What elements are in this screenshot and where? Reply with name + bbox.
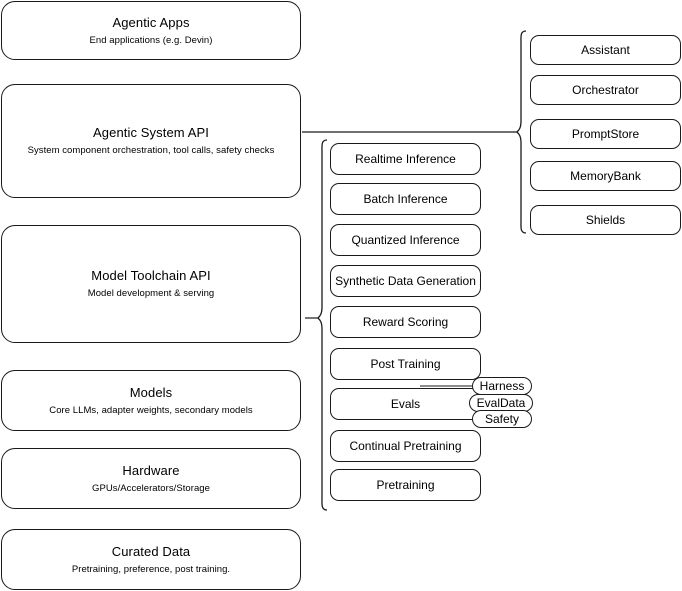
layer-curated-data[interactable]: Curated Data Pretraining, preference, po… [1, 529, 301, 590]
system-component-memorybank[interactable]: MemoryBank [530, 161, 681, 191]
system-component-orchestrator[interactable]: Orchestrator [530, 75, 681, 105]
layer-models[interactable]: Models Core LLMs, adapter weights, secon… [1, 370, 301, 431]
layer-agentic-system-api[interactable]: Agentic System API System component orch… [1, 84, 301, 198]
toolchain-item-batch-inference[interactable]: Batch Inference [330, 183, 481, 215]
system-component-promptstore[interactable]: PromptStore [530, 119, 681, 149]
eval-tag-label: Safety [484, 412, 520, 426]
layer-title: Model Toolchain API [91, 268, 211, 283]
toolchain-item-reward-scoring[interactable]: Reward Scoring [330, 306, 481, 338]
toolchain-item-quantized-inference[interactable]: Quantized Inference [330, 224, 481, 256]
toolchain-item-synthetic-data-generation[interactable]: Synthetic Data Generation [330, 265, 481, 297]
toolchain-item-label: Synthetic Data Generation [335, 274, 476, 288]
layer-model-toolchain-api[interactable]: Model Toolchain API Model development & … [1, 225, 301, 343]
layer-subtitle: End applications (e.g. Devin) [89, 34, 213, 46]
layer-subtitle: System component orchestration, tool cal… [27, 145, 275, 156]
brace-system-components [516, 30, 527, 234]
system-component-assistant[interactable]: Assistant [530, 35, 681, 65]
layer-title: Agentic System API [93, 125, 209, 140]
toolchain-item-label: Quantized Inference [351, 233, 460, 247]
system-component-label: Orchestrator [572, 83, 639, 97]
layer-subtitle: Pretraining, preference, post training. [71, 563, 231, 575]
toolchain-item-pretraining[interactable]: Pretraining [330, 469, 481, 501]
layer-subtitle: Model development & serving [87, 288, 215, 299]
eval-tag-harness[interactable]: Harness [472, 377, 532, 395]
eval-tag-safety[interactable]: Safety [472, 410, 532, 428]
layer-title: Curated Data [111, 543, 191, 559]
layer-title: Models [129, 384, 173, 400]
toolchain-item-label: Post Training [370, 357, 441, 371]
layer-subtitle: GPUs/Accelerators/Storage [92, 482, 210, 494]
toolchain-item-evals[interactable]: Evals [330, 388, 481, 420]
toolchain-item-label: Continual Pretraining [349, 439, 462, 453]
system-component-label: Shields [585, 213, 626, 227]
layer-hardware[interactable]: Hardware GPUs/Accelerators/Storage [1, 448, 301, 509]
toolchain-item-post-training[interactable]: Post Training [330, 348, 481, 380]
system-component-shields[interactable]: Shields [530, 205, 681, 235]
system-component-label: Assistant [581, 43, 630, 57]
system-component-label: MemoryBank [570, 169, 641, 183]
toolchain-item-label: Evals [390, 397, 421, 411]
toolchain-item-continual-pretraining[interactable]: Continual Pretraining [330, 430, 481, 462]
toolchain-item-label: Realtime Inference [355, 152, 456, 166]
toolchain-item-label: Batch Inference [363, 192, 448, 206]
toolchain-item-label: Pretraining [376, 478, 435, 492]
eval-tag-label: EvalData [476, 396, 526, 410]
layer-subtitle: Core LLMs, adapter weights, secondary mo… [49, 404, 253, 416]
system-component-label: PromptStore [571, 127, 640, 141]
toolchain-item-realtime-inference[interactable]: Realtime Inference [330, 143, 481, 175]
layer-title: Hardware [122, 462, 180, 478]
brace-toolchain-items [317, 139, 328, 511]
eval-tag-label: Harness [479, 379, 525, 393]
layer-title: Agentic Apps [112, 14, 190, 30]
layer-agentic-apps[interactable]: Agentic Apps End applications (e.g. Devi… [1, 1, 301, 60]
toolchain-item-label: Reward Scoring [362, 315, 449, 329]
